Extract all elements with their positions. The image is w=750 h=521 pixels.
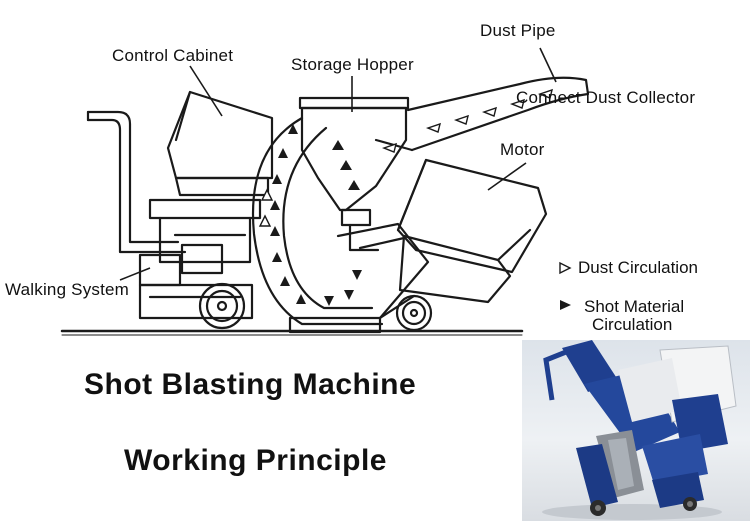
label-dust-pipe: Dust Pipe (480, 21, 556, 40)
title-line2: Working Principle (124, 444, 387, 477)
label-control-cabinet: Control Cabinet (112, 46, 234, 65)
label-connect-dust-collector: Connect Dust Collector (516, 88, 696, 107)
machine-photo (522, 340, 750, 521)
legend-shot-material-line2: Circulation (592, 315, 673, 334)
label-walking-system: Walking System (5, 280, 130, 299)
label-motor: Motor (500, 140, 545, 159)
machine-photo-drawing (542, 340, 737, 520)
label-storage-hopper: Storage Hopper (291, 55, 414, 74)
title-line1: Shot Blasting Machine (84, 368, 417, 401)
legend-shot-material-line1: Shot Material (584, 297, 685, 316)
legend-dust-circulation: Dust Circulation (578, 258, 698, 277)
